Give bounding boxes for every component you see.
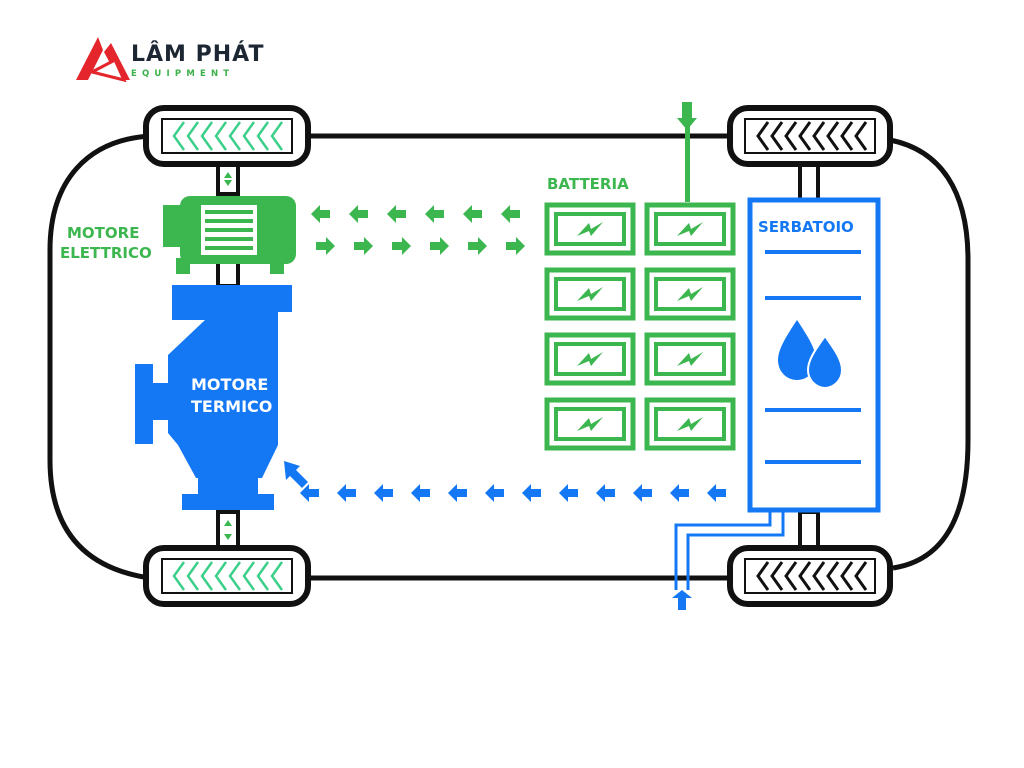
logo-mark-icon [87, 57, 127, 83]
tire-tread-icon [756, 121, 868, 151]
arrow-icon [411, 484, 430, 502]
water-drops-icon [778, 320, 844, 390]
thermal-motor-label-2: TERMICO [191, 397, 272, 416]
tire-tread-icon [172, 561, 284, 591]
arrow-icon [392, 237, 411, 255]
arrow-icon [485, 484, 504, 502]
battery-cell [547, 335, 633, 383]
fuel-inlet-pipe [674, 510, 785, 590]
arrow-icon [707, 484, 726, 502]
arrow-icon [506, 237, 525, 255]
arrow-icon [284, 461, 308, 488]
arrow-icon [468, 237, 487, 255]
arrow-icon [448, 484, 467, 502]
battery-cell [647, 205, 733, 253]
arrow-icon [430, 237, 449, 255]
logo-mark-icon [76, 37, 103, 80]
battery-cell [547, 400, 633, 448]
charging-input [677, 102, 697, 202]
thermal-motor-label-1: MOTORE [191, 375, 268, 394]
arrow-icon [672, 590, 692, 610]
arrow-icon [354, 237, 373, 255]
electric-motor-label-1: MOTORE [67, 224, 139, 242]
arrow-icon [349, 205, 368, 223]
wheel-front-top [143, 105, 311, 167]
arrow-icon [670, 484, 689, 502]
battery-cell [647, 335, 733, 383]
battery-cell [547, 205, 633, 253]
battery-label: BATTERIA [547, 175, 629, 193]
arrow-icon [677, 102, 697, 130]
wheel-rear-bottom [727, 545, 893, 607]
fuel-tank [747, 197, 881, 513]
arrow-icon [559, 484, 578, 502]
tire-tread-icon [172, 121, 284, 151]
arrow-icon [501, 205, 520, 223]
brand-logo: LÂM PHÁT EQUIPMENT [76, 37, 264, 83]
battery-pack [547, 205, 733, 448]
tire-tread-icon [756, 561, 868, 591]
brand-sub: EQUIPMENT [131, 69, 234, 79]
wheel-front-bottom [143, 545, 311, 607]
arrow-icon [463, 205, 482, 223]
thermal-motor [135, 285, 292, 510]
arrow-icon [387, 205, 406, 223]
battery-to-motor-arrows [311, 205, 520, 223]
arrow-icon [374, 484, 393, 502]
arrow-icon [425, 205, 444, 223]
battery-cell [647, 270, 733, 318]
wheel-rear-top [727, 105, 893, 167]
car-body-outline [47, 133, 971, 581]
arrow-icon [311, 205, 330, 223]
electric-motor [163, 196, 296, 274]
arrow-icon [522, 484, 541, 502]
arrow-icon [337, 484, 356, 502]
tank-to-motor-arrows [284, 461, 726, 502]
tank-label: SERBATOIO [758, 218, 854, 236]
arrow-icon [316, 237, 335, 255]
brand-name: LÂM PHÁT [131, 41, 264, 67]
arrow-icon [633, 484, 652, 502]
battery-cell [547, 270, 633, 318]
arrow-icon [596, 484, 615, 502]
motor-to-battery-arrows [316, 237, 525, 255]
battery-cell [647, 400, 733, 448]
electric-motor-label-2: ELETTRICO [60, 244, 152, 262]
